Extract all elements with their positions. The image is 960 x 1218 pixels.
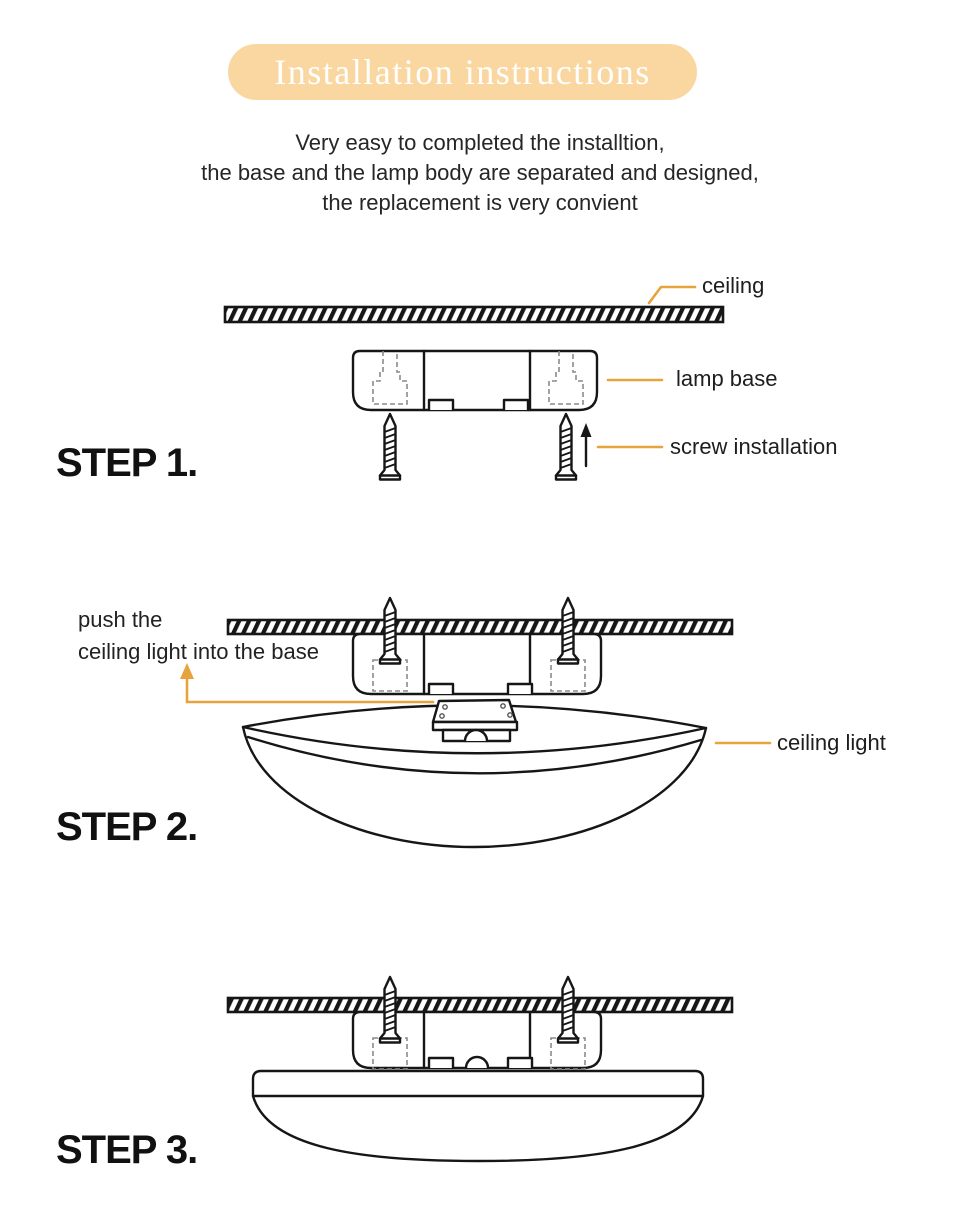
- step1-label: STEP 1.: [56, 441, 198, 485]
- ceiling-drawing: [223, 305, 725, 324]
- push-direction-arrow-icon: [180, 663, 435, 704]
- screw-icon: [378, 975, 402, 1044]
- step3-label: STEP 3.: [56, 1128, 198, 1172]
- page-title: Installation instructions: [274, 52, 651, 92]
- connector-box-drawing: [431, 698, 519, 743]
- base-notch: [427, 682, 455, 696]
- callout-lamp-base: lamp base: [676, 366, 778, 391]
- step1-diagram: [223, 285, 725, 481]
- keyhole-slot: [548, 351, 584, 405]
- keyhole-slot: [372, 1037, 408, 1070]
- wire-bump: [464, 1055, 490, 1070]
- screw-icon: [556, 596, 580, 665]
- ceiling-drawing: [226, 996, 734, 1014]
- step2-diagram: [180, 596, 772, 849]
- keyhole-slot: [372, 659, 408, 692]
- up-arrow-icon: [580, 423, 592, 468]
- keyhole-slot: [372, 351, 408, 405]
- push-note-line2: ceiling light into the base: [78, 639, 319, 664]
- subtitle-line: Very easy to completed the installtion,: [295, 130, 665, 155]
- step2-label: STEP 2.: [56, 805, 198, 849]
- lamp-base-drawing: [351, 349, 599, 412]
- ceiling-leader-line: [647, 285, 697, 305]
- base-notch: [502, 398, 530, 412]
- subtitle-line: the base and the lamp body are separated…: [201, 160, 759, 185]
- title-banner: Installation instructions: [228, 44, 697, 100]
- base-notch: [506, 1056, 534, 1070]
- keyhole-slot: [550, 1037, 586, 1070]
- callout-screw-installation: screw installation: [670, 434, 838, 459]
- base-notch: [427, 1056, 455, 1070]
- lamp-base-drawing: [351, 632, 603, 696]
- screw-icon: [556, 975, 580, 1044]
- ceiling-drawing: [226, 618, 734, 636]
- lamp-base-drawing: [351, 1010, 603, 1070]
- screw-icon: [378, 412, 402, 481]
- step3-diagram: [226, 975, 734, 1163]
- base-notch: [506, 682, 534, 696]
- callout-ceiling: ceiling: [702, 273, 765, 298]
- push-note-line1: push the: [78, 607, 163, 632]
- base-notch: [427, 398, 455, 412]
- subtitle: Very easy to completed the installtion, …: [0, 128, 960, 218]
- keyhole-slot: [550, 659, 586, 692]
- ceiling-light-drawing: [241, 698, 708, 849]
- callout-ceiling-light: ceiling light: [777, 730, 886, 755]
- screw-icon: [554, 412, 578, 481]
- subtitle-line: the replacement is very convient: [322, 190, 638, 215]
- ceiling-light-drawing: [251, 1069, 705, 1163]
- screw-icon: [378, 596, 402, 665]
